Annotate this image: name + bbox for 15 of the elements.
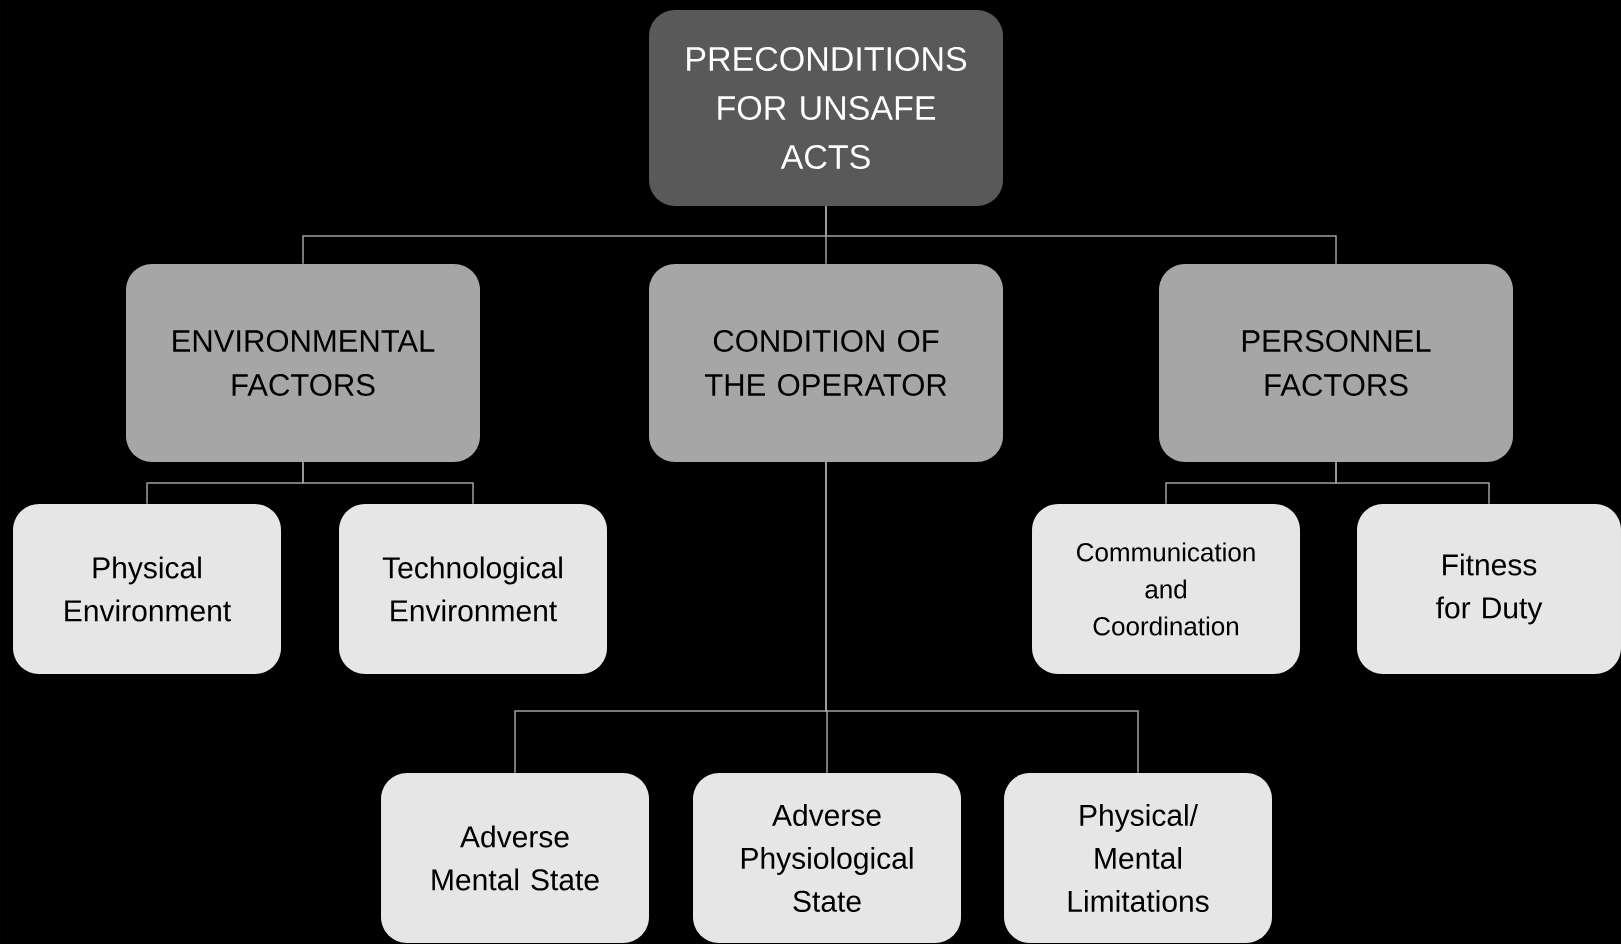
connector-line [825,461,1139,774]
factor-box: PERSONNEL FACTORS [1159,264,1513,462]
subfactor-box: Adverse Physiological State [693,773,961,943]
subfactor-box: Adverse Mental State [381,773,649,943]
connector-line [1335,461,1490,505]
subfactor-box: Physical Environment [13,504,281,674]
subfactor-box: Physical/ Mental Limitations [1004,773,1272,943]
connector-line [302,461,474,505]
subfactor-box: Technological Environment [339,504,607,674]
category-box: PRECONDITIONS FOR UNSAFE ACTS [649,10,1003,206]
factor-box: ENVIRONMENTAL FACTORS [126,264,480,462]
connector-line [825,205,1337,265]
subfactor-box: Fitness for Duty [1357,504,1621,674]
subfactor-box: Communication and Coordination [1032,504,1300,674]
factor-box: CONDITION OF THE OPERATOR [649,264,1003,462]
